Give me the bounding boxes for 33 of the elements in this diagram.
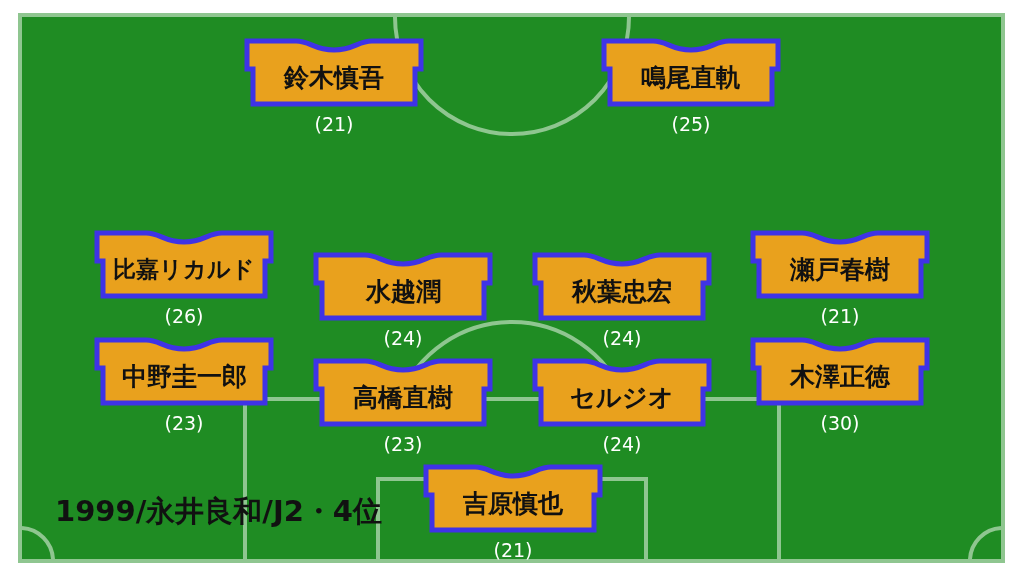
player-shirt xyxy=(423,464,603,533)
player-name: 比嘉リカルド xyxy=(113,258,255,281)
player-shirt xyxy=(313,358,493,427)
player-age: (24) xyxy=(602,328,642,348)
player-name: 木澤正徳 xyxy=(790,363,890,389)
player-age: (23) xyxy=(164,413,204,433)
player-shirt xyxy=(750,230,930,299)
player-shirt xyxy=(94,337,274,406)
player-age: (26) xyxy=(164,306,204,326)
player-name: 秋葉忠宏 xyxy=(572,278,672,304)
player-name: 吉原慎也 xyxy=(463,490,563,516)
player-age: (30) xyxy=(820,413,860,433)
player-age: (21) xyxy=(820,306,860,326)
player-shirt xyxy=(244,38,424,107)
player-name: 瀬戸春樹 xyxy=(790,256,890,282)
player-shirt xyxy=(601,38,781,107)
player-age: (25) xyxy=(671,114,711,134)
player-name: 高橋直樹 xyxy=(353,384,453,410)
player-name: セルジオ xyxy=(570,384,674,410)
player-age: (21) xyxy=(314,114,354,134)
player-name: 水越潤 xyxy=(365,278,441,304)
player-name: 中野圭一郎 xyxy=(121,363,247,389)
player-name: 鳴尾直軌 xyxy=(641,64,741,90)
player-age: (23) xyxy=(383,434,423,454)
player-shirt xyxy=(532,252,712,321)
player-age: (24) xyxy=(383,328,423,348)
player-age: (21) xyxy=(493,540,533,560)
player-name: 鈴木慎吾 xyxy=(284,64,384,90)
player-shirt xyxy=(94,230,274,299)
player-age: (24) xyxy=(602,434,642,454)
player-shirt xyxy=(750,337,930,406)
player-shirt xyxy=(313,252,493,321)
player-shirt xyxy=(532,358,712,427)
